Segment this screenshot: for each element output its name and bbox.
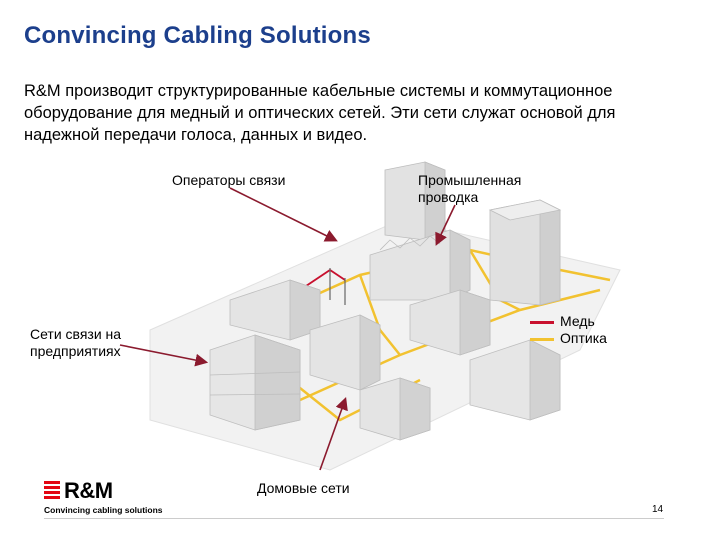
label-industrial-line2: проводка (418, 189, 479, 205)
arrow-home (319, 396, 348, 471)
arrow-operators (229, 187, 338, 242)
label-industrial-line1: Промышленная (418, 172, 522, 188)
pointer-arrows (119, 187, 456, 471)
logo-brand: R&M (64, 478, 113, 503)
legend-copper-swatch (530, 321, 554, 324)
intro-text: R&M производит структурированные кабельн… (24, 82, 616, 144)
logo-bars-icon (44, 481, 60, 501)
arrow-industrial (435, 204, 456, 246)
logo-tagline: Convincing cabling solutions (44, 505, 163, 515)
label-enterprise-line2: предприятиях (30, 343, 121, 359)
legend-fiber-label: Оптика (560, 330, 607, 346)
label-enterprise-line1: Сети связи на (30, 326, 122, 342)
rm-logo: R&M Convincing cabling solutions (44, 478, 163, 515)
label-enterprise: Сети связи на предприятиях (30, 326, 121, 360)
building-right-mid (409, 289, 491, 356)
building-bottom-center (359, 377, 431, 441)
slide-title: Convincing Cabling Solutions (24, 22, 371, 49)
footer-divider (44, 518, 664, 519)
legend-fiber-swatch (530, 338, 554, 341)
arrow-enterprise (119, 344, 209, 367)
building-factory (369, 229, 471, 301)
building-bottom-right (469, 339, 561, 421)
building-center (309, 314, 381, 391)
label-home: Домовые сети (257, 480, 350, 496)
utility-poles (329, 268, 346, 305)
label-operators: Операторы связи (172, 172, 286, 188)
building-office (209, 334, 301, 431)
label-industrial: Промышленная проводка (418, 172, 521, 206)
page-number: 14 (652, 504, 664, 515)
legend-copper-label: Медь (560, 313, 595, 329)
building-network-operator (488, 199, 562, 306)
